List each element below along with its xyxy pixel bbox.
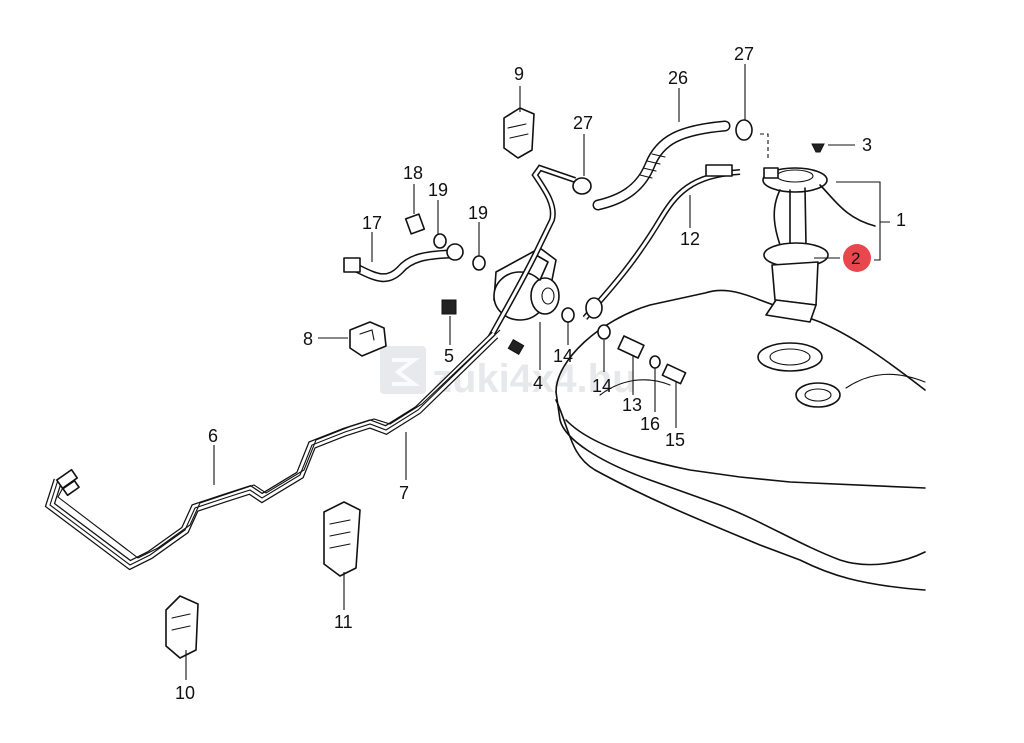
fuel-lines [44,329,501,571]
callout-12[interactable]: 12 [680,229,700,249]
callout-14a[interactable]: 14 [553,346,573,366]
callout-27a[interactable]: 27 [573,113,593,133]
pipe-12 [582,164,741,320]
fuel-pump-assembly [762,167,876,323]
callout-4[interactable]: 4 [533,373,543,393]
fuel-tank [555,289,926,591]
callout-2[interactable]: 2 [851,249,860,268]
callout-19b[interactable]: 19 [468,203,488,223]
callout-17[interactable]: 17 [362,213,382,233]
callout-9[interactable]: 9 [514,64,524,84]
small-parts [433,143,825,385]
callout-3[interactable]: 3 [862,135,872,155]
clamp-9 [503,107,535,159]
callout-7[interactable]: 7 [399,483,409,503]
hose-17 [343,213,464,283]
callout-13[interactable]: 13 [622,395,642,415]
callouts: 1 2 3 4 5 6 7 8 9 10 11 12 13 14 14 15 1… [175,44,906,703]
hose-26 [592,119,769,211]
callout-5[interactable]: 5 [444,346,454,366]
breather-pipe [487,164,592,340]
clamp-8 [349,321,387,357]
callout-10[interactable]: 10 [175,683,195,703]
callout-26[interactable]: 26 [668,68,688,88]
clamp-10 [165,595,199,659]
highlight-marker[interactable] [843,244,871,272]
callout-16[interactable]: 16 [640,414,660,434]
callout-8[interactable]: 8 [303,329,313,349]
callout-1[interactable]: 1 [896,210,906,230]
callout-27b[interactable]: 27 [734,44,754,64]
callout-14b[interactable]: 14 [592,376,612,396]
callout-11[interactable]: 11 [334,612,353,632]
callout-19a[interactable]: 19 [428,180,448,200]
callout-leaders [185,64,890,680]
clamp-11 [323,501,361,577]
callout-15[interactable]: 15 [665,430,685,450]
callout-6[interactable]: 6 [208,426,218,446]
callout-18[interactable]: 18 [403,163,423,183]
